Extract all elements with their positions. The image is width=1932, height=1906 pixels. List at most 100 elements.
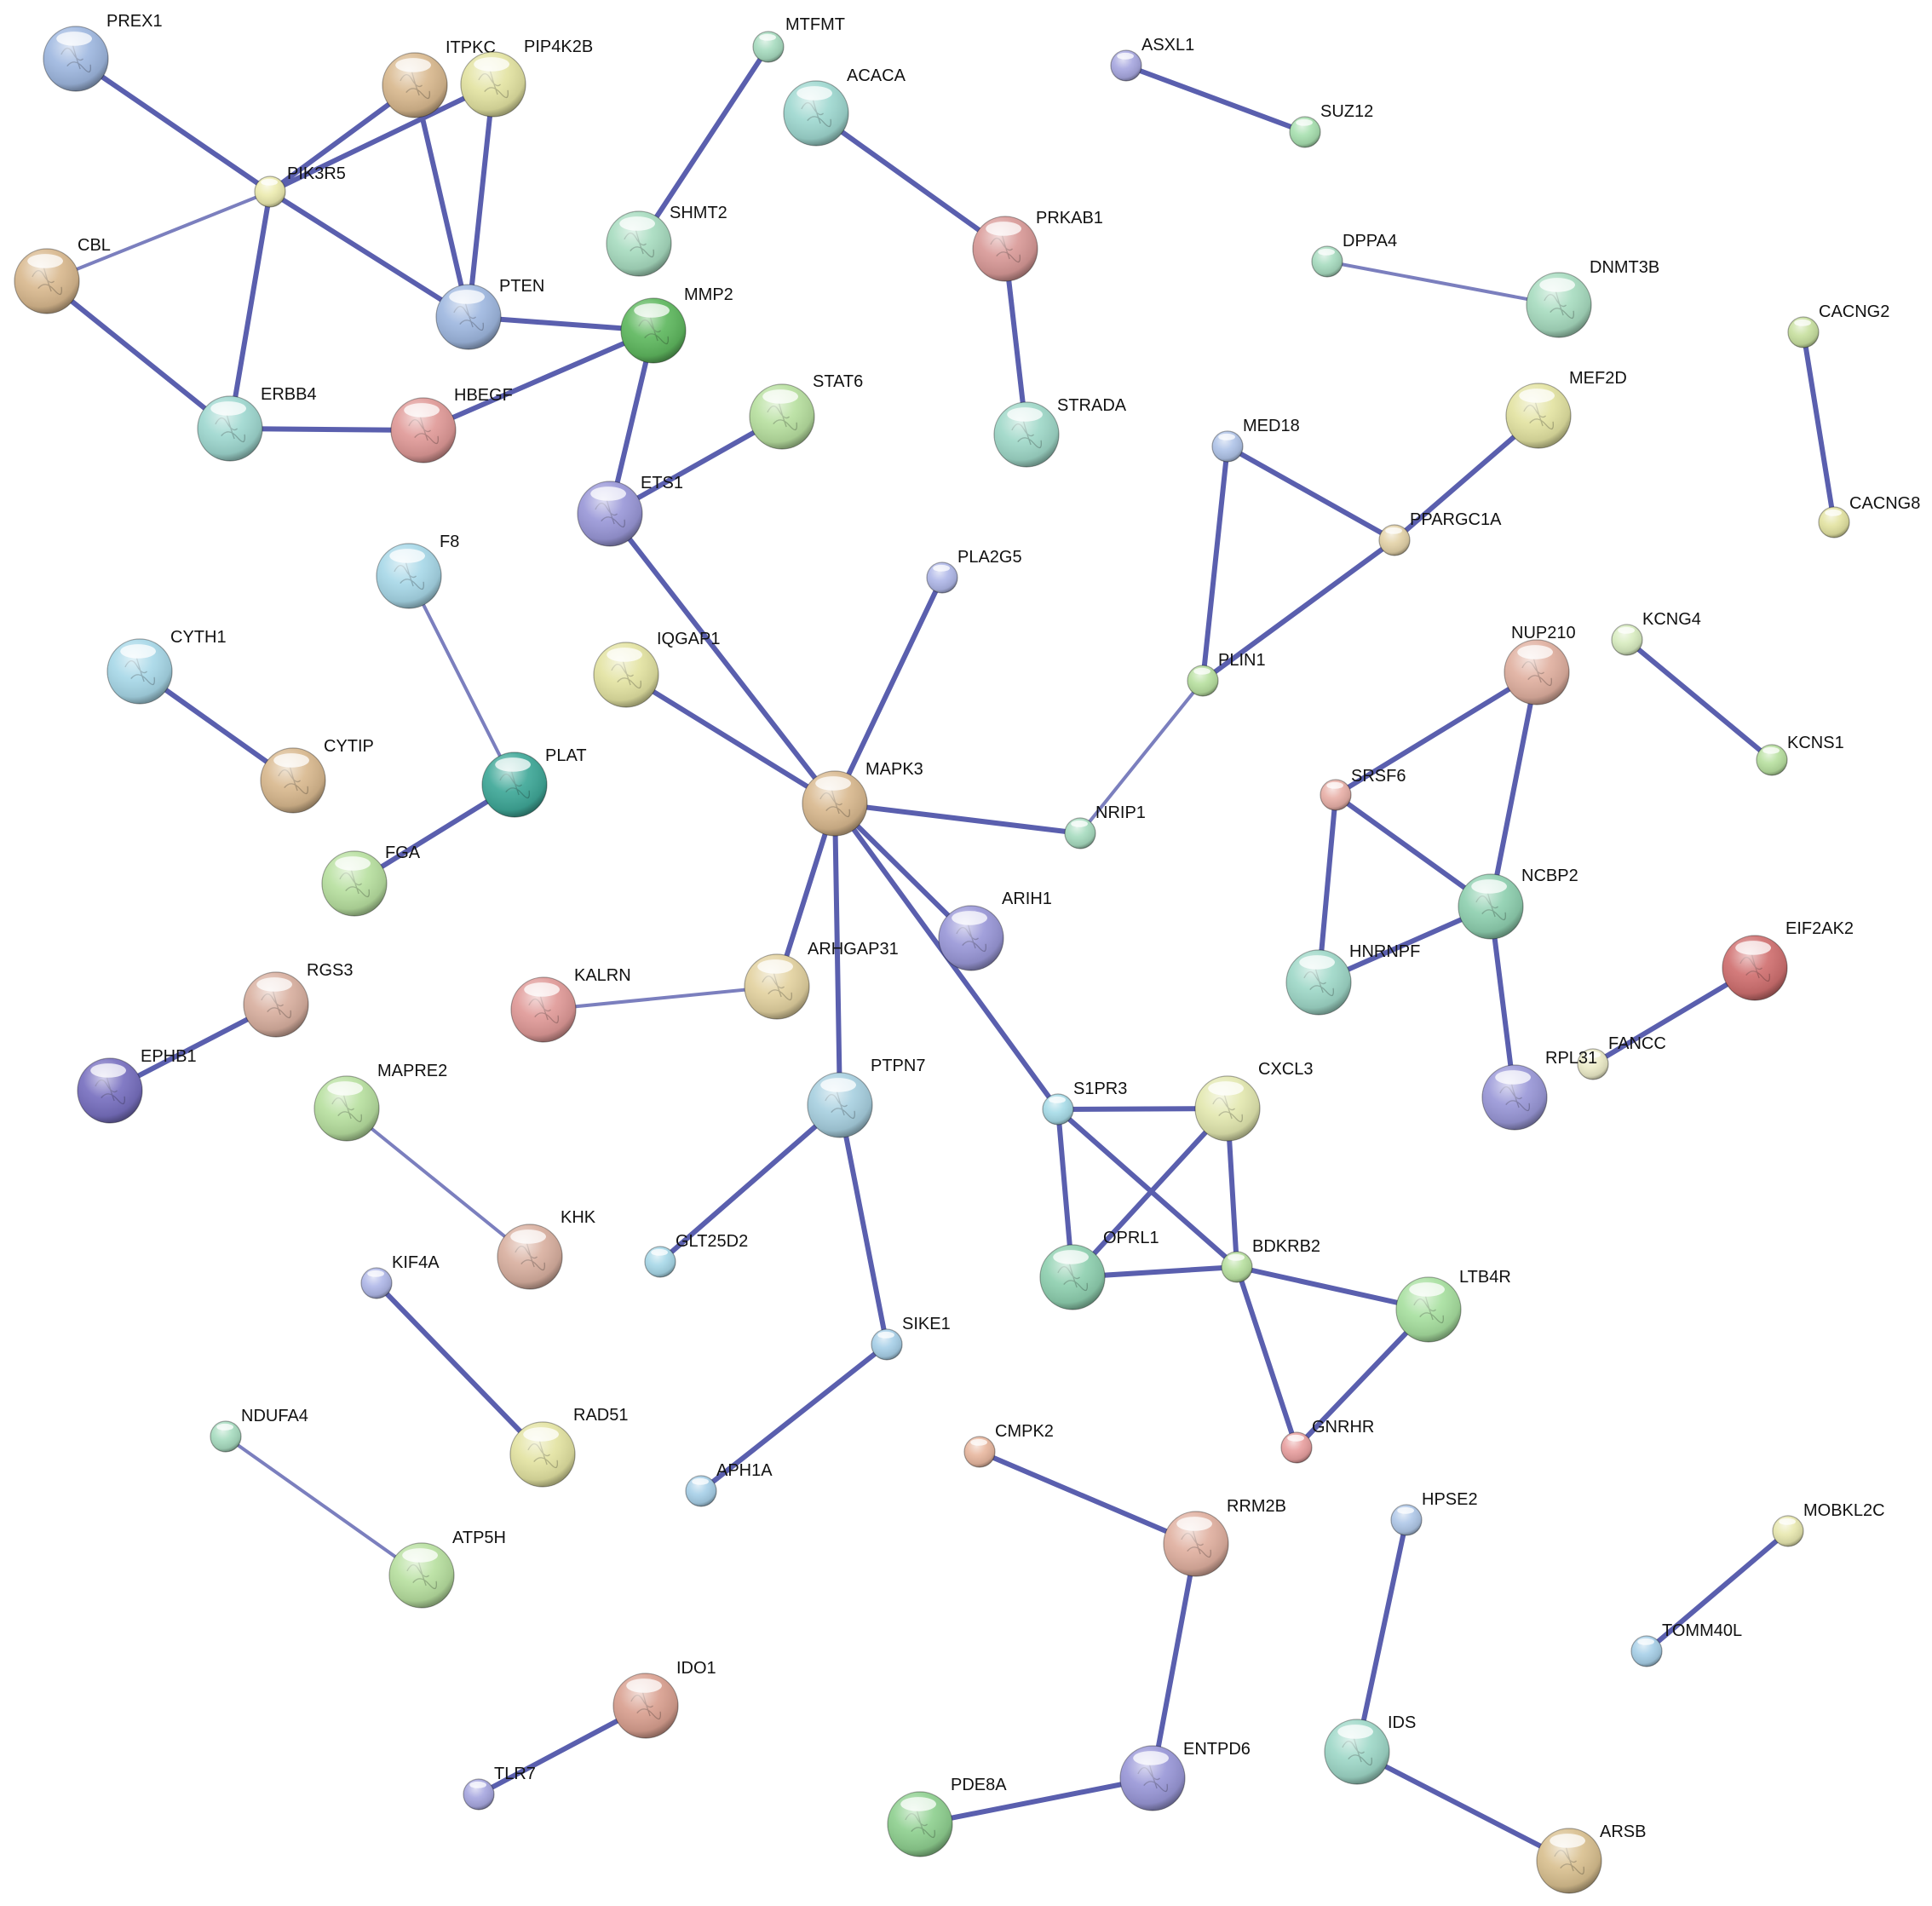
node-oprl1[interactable]: OPRL1	[1039, 1229, 1159, 1310]
node-bubble[interactable]	[1505, 383, 1572, 449]
node-bubble[interactable]	[612, 1673, 679, 1739]
node-bubble[interactable]	[1395, 1276, 1462, 1343]
node-bubble[interactable]	[460, 51, 526, 118]
node-rrm2b[interactable]: RRM2B	[1163, 1497, 1286, 1577]
node-gnrhr[interactable]: GNRHR	[1280, 1418, 1374, 1464]
node-bubble[interactable]	[871, 1328, 903, 1361]
node-bubble[interactable]	[1458, 873, 1524, 940]
node-bubble[interactable]	[260, 747, 326, 814]
node-bubble[interactable]	[1722, 935, 1788, 1001]
node-bubble[interactable]	[509, 1421, 576, 1488]
node-bubble[interactable]	[1221, 1251, 1253, 1283]
node-bubble[interactable]	[1324, 1719, 1390, 1785]
node-nrip1[interactable]: NRIP1	[1064, 803, 1146, 849]
node-bubble[interactable]	[435, 284, 502, 350]
node-plat[interactable]: PLAT	[481, 746, 587, 818]
node-bubble[interactable]	[1504, 639, 1570, 705]
node-bubble[interactable]	[802, 770, 868, 837]
node-tlr7[interactable]: TLR7	[463, 1765, 536, 1811]
node-bubble[interactable]	[807, 1072, 873, 1138]
node-rpl31[interactable]: RPL31	[1481, 1049, 1597, 1131]
node-bubble[interactable]	[1194, 1075, 1261, 1142]
node-bubble[interactable]	[313, 1075, 380, 1142]
node-bubble[interactable]	[644, 1246, 676, 1278]
node-ets1[interactable]: ETS1	[577, 474, 683, 547]
node-bubble[interactable]	[887, 1791, 953, 1857]
node-bubble[interactable]	[1756, 744, 1788, 776]
node-bubble[interactable]	[620, 297, 687, 364]
node-bubble[interactable]	[685, 1475, 717, 1507]
node-erbb4[interactable]: ERBB4	[197, 385, 317, 462]
node-bubble[interactable]	[481, 751, 548, 818]
node-bubble[interactable]	[106, 638, 173, 705]
node-pten[interactable]: PTEN	[435, 277, 544, 350]
node-ncbp2[interactable]: NCBP2	[1458, 867, 1578, 940]
node-bubble[interactable]	[577, 481, 643, 547]
node-cmpk2[interactable]: CMPK2	[963, 1422, 1054, 1468]
node-atp5h[interactable]: ATP5H	[388, 1529, 506, 1609]
node-ido1[interactable]: IDO1	[612, 1659, 716, 1739]
node-eif2ak2[interactable]: EIF2AK2	[1722, 919, 1854, 1001]
node-shmt2[interactable]: SHMT2	[606, 204, 727, 277]
node-cxcl3[interactable]: CXCL3	[1194, 1060, 1313, 1142]
node-dnmt3b[interactable]: DNMT3B	[1526, 258, 1659, 338]
node-bubble[interactable]	[1042, 1093, 1074, 1126]
node-bubble[interactable]	[1378, 524, 1411, 556]
node-pik3r5[interactable]: PIK3R5	[254, 164, 346, 208]
node-bubble[interactable]	[43, 26, 109, 92]
node-ptpn7[interactable]: PTPN7	[807, 1057, 925, 1138]
node-bubble[interactable]	[1163, 1511, 1229, 1577]
node-mmp2[interactable]: MMP2	[620, 285, 733, 364]
node-kcns1[interactable]: KCNS1	[1756, 734, 1844, 776]
node-prkab1[interactable]: PRKAB1	[972, 209, 1103, 282]
node-fga[interactable]: FGA	[321, 844, 421, 917]
node-bubble[interactable]	[1390, 1504, 1423, 1536]
node-bubble[interactable]	[1481, 1064, 1548, 1131]
node-bubble[interactable]	[497, 1224, 563, 1290]
node-bubble[interactable]	[243, 971, 309, 1038]
node-bubble[interactable]	[972, 216, 1038, 282]
node-bubble[interactable]	[749, 383, 815, 450]
node-bubble[interactable]	[510, 976, 577, 1043]
node-bubble[interactable]	[14, 248, 80, 314]
node-kif4a[interactable]: KIF4A	[360, 1253, 440, 1299]
node-hnrnpf[interactable]: HNRNPF	[1285, 942, 1420, 1016]
node-mapre2[interactable]: MAPRE2	[313, 1062, 447, 1142]
node-bubble[interactable]	[926, 561, 958, 594]
node-dppa4[interactable]: DPPA4	[1311, 232, 1397, 278]
node-pla2g5[interactable]: PLA2G5	[926, 548, 1022, 594]
node-rad51[interactable]: RAD51	[509, 1406, 628, 1488]
node-bubble[interactable]	[390, 397, 457, 464]
node-cytip[interactable]: CYTIP	[260, 737, 374, 814]
node-bubble[interactable]	[1818, 506, 1850, 538]
node-s1pr3[interactable]: S1PR3	[1042, 1080, 1127, 1126]
node-cacng8[interactable]: CACNG8	[1818, 494, 1920, 538]
node-cbl[interactable]: CBL	[14, 236, 111, 314]
node-bubble[interactable]	[1285, 949, 1352, 1016]
node-ltb4r[interactable]: LTB4R	[1395, 1268, 1511, 1343]
node-entpd6[interactable]: ENTPD6	[1119, 1740, 1251, 1811]
node-bubble[interactable]	[783, 80, 849, 147]
node-bubble[interactable]	[1187, 665, 1219, 697]
node-strada[interactable]: STRADA	[993, 396, 1127, 468]
node-bubble[interactable]	[1526, 272, 1592, 338]
node-bubble[interactable]	[606, 210, 672, 277]
node-hbegf[interactable]: HBEGF	[390, 386, 513, 464]
node-bubble[interactable]	[463, 1778, 495, 1811]
node-plin1[interactable]: PLIN1	[1187, 651, 1266, 697]
node-bubble[interactable]	[744, 953, 810, 1020]
node-khk[interactable]: KHK	[497, 1208, 596, 1290]
node-bubble[interactable]	[360, 1267, 393, 1299]
node-arih1[interactable]: ARIH1	[938, 890, 1052, 971]
node-bubble[interactable]	[1289, 116, 1321, 148]
node-bubble[interactable]	[963, 1436, 996, 1468]
node-bubble[interactable]	[77, 1057, 143, 1124]
node-bubble[interactable]	[1311, 245, 1343, 278]
node-mef2d[interactable]: MEF2D	[1505, 369, 1627, 449]
node-bubble[interactable]	[1110, 49, 1142, 82]
node-mapk3[interactable]: MAPK3	[802, 760, 923, 837]
node-ndufa4[interactable]: NDUFA4	[210, 1407, 308, 1453]
node-bubble[interactable]	[938, 905, 1004, 971]
node-bubble[interactable]	[1039, 1244, 1106, 1310]
node-med18[interactable]: MED18	[1211, 417, 1300, 463]
